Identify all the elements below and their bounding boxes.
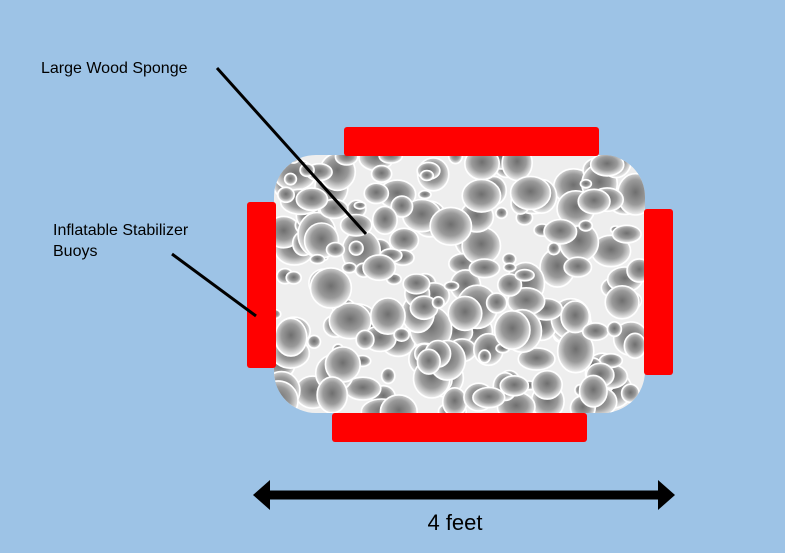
sponge-pore bbox=[563, 256, 593, 278]
sponge-pore bbox=[431, 295, 445, 309]
sponge-pore bbox=[283, 172, 298, 186]
wood-sponge bbox=[274, 155, 645, 413]
sponge-pore bbox=[362, 254, 397, 282]
buoy-bottom bbox=[332, 413, 587, 442]
sponge-pore bbox=[380, 367, 396, 385]
sponge-pore bbox=[485, 292, 508, 314]
sponge-pore bbox=[494, 206, 508, 220]
sponge-pore bbox=[560, 300, 591, 334]
sponge-pore bbox=[499, 374, 530, 397]
sponge-pore bbox=[478, 349, 492, 364]
sponge-pore bbox=[606, 321, 623, 338]
sponge-pore bbox=[509, 175, 552, 211]
sponge-pore bbox=[447, 295, 483, 332]
buoy-right bbox=[644, 209, 673, 375]
buoys-label-line-2: Buoys bbox=[53, 243, 98, 260]
buoys-leader-line bbox=[171, 252, 257, 318]
sponge-pore bbox=[295, 187, 329, 212]
sponge-pore bbox=[390, 195, 414, 218]
sponge-pore bbox=[611, 224, 642, 244]
sponge-pore bbox=[402, 273, 431, 295]
sponge-pore bbox=[581, 322, 610, 342]
sponge-pore bbox=[547, 241, 561, 256]
sponge-pore bbox=[416, 348, 441, 375]
sponge-pore bbox=[577, 188, 611, 215]
sponge-pore bbox=[276, 186, 295, 204]
sponge-pore bbox=[355, 329, 375, 350]
sponge-pore bbox=[493, 309, 531, 350]
sponge-pore bbox=[626, 258, 645, 283]
sponge-pore bbox=[578, 374, 608, 408]
sponge-pore bbox=[514, 268, 535, 282]
sponge-pore bbox=[578, 219, 594, 232]
sponge-pore bbox=[589, 155, 625, 177]
sponge-pore bbox=[429, 206, 473, 247]
sponge-pore bbox=[309, 267, 353, 309]
sponge-pore bbox=[378, 155, 404, 164]
sponge-pore bbox=[419, 169, 435, 182]
sponge-pore bbox=[472, 386, 506, 409]
buoys-label-line-1: Inflatable Stabilizer bbox=[53, 222, 189, 239]
sponge-label: Large Wood Sponge bbox=[41, 60, 188, 77]
buoys-label: Inflatable Stabilizer Buoys bbox=[53, 220, 188, 262]
sponge-pore bbox=[393, 327, 410, 342]
sponge-pore bbox=[579, 178, 593, 189]
sponge-pore bbox=[604, 284, 640, 320]
sponge-leader-line bbox=[215, 66, 368, 236]
sponge-pore bbox=[461, 178, 502, 213]
double-headed-arrow-icon bbox=[253, 480, 675, 510]
sponge-pore bbox=[353, 201, 367, 210]
sponge-pore bbox=[468, 258, 501, 279]
scale-label: 4 feet bbox=[427, 510, 483, 535]
sponge-pore bbox=[502, 262, 517, 273]
sponge-pore bbox=[531, 369, 564, 400]
sponge-pore bbox=[616, 172, 645, 216]
sponge-pore bbox=[443, 280, 460, 292]
sponge-pore bbox=[285, 270, 303, 285]
sponge-pore bbox=[517, 347, 556, 371]
sponge-pore bbox=[325, 241, 346, 258]
sponge-pore bbox=[623, 332, 645, 360]
sponge-pore bbox=[334, 155, 359, 166]
sponge-pore bbox=[274, 317, 308, 357]
sponge-pore bbox=[496, 273, 523, 297]
sponge-pore bbox=[274, 380, 299, 413]
sponge-pore bbox=[417, 189, 432, 200]
sponge-pore bbox=[309, 253, 326, 265]
sponge-pore bbox=[341, 261, 357, 274]
sponge-pore bbox=[371, 205, 399, 236]
sponge-pore bbox=[379, 394, 418, 413]
sponge-pore bbox=[306, 334, 322, 349]
sponge-pore bbox=[543, 218, 578, 245]
buoy-left bbox=[247, 202, 276, 368]
sponge-pore bbox=[316, 376, 349, 413]
buoy-top bbox=[344, 127, 599, 156]
sponge-pore bbox=[620, 383, 641, 404]
sponge-pore bbox=[370, 164, 393, 183]
sponge-pore bbox=[348, 240, 364, 256]
sponge-pore-texture bbox=[274, 155, 645, 413]
sponge-pore bbox=[369, 297, 406, 336]
sponge-pore bbox=[441, 386, 468, 413]
sponge-pore bbox=[363, 182, 390, 205]
